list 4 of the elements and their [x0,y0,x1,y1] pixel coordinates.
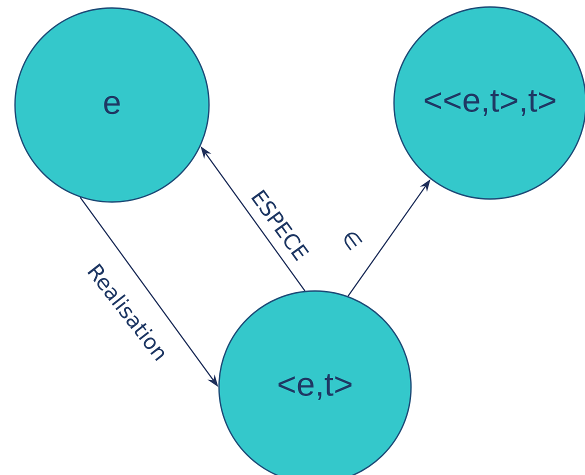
circle-node: <e,t> [218,290,412,475]
edge-label: ∈ [344,232,362,250]
circle-node: <<e,t>,t> [393,6,585,200]
circle-node: e [14,7,210,203]
